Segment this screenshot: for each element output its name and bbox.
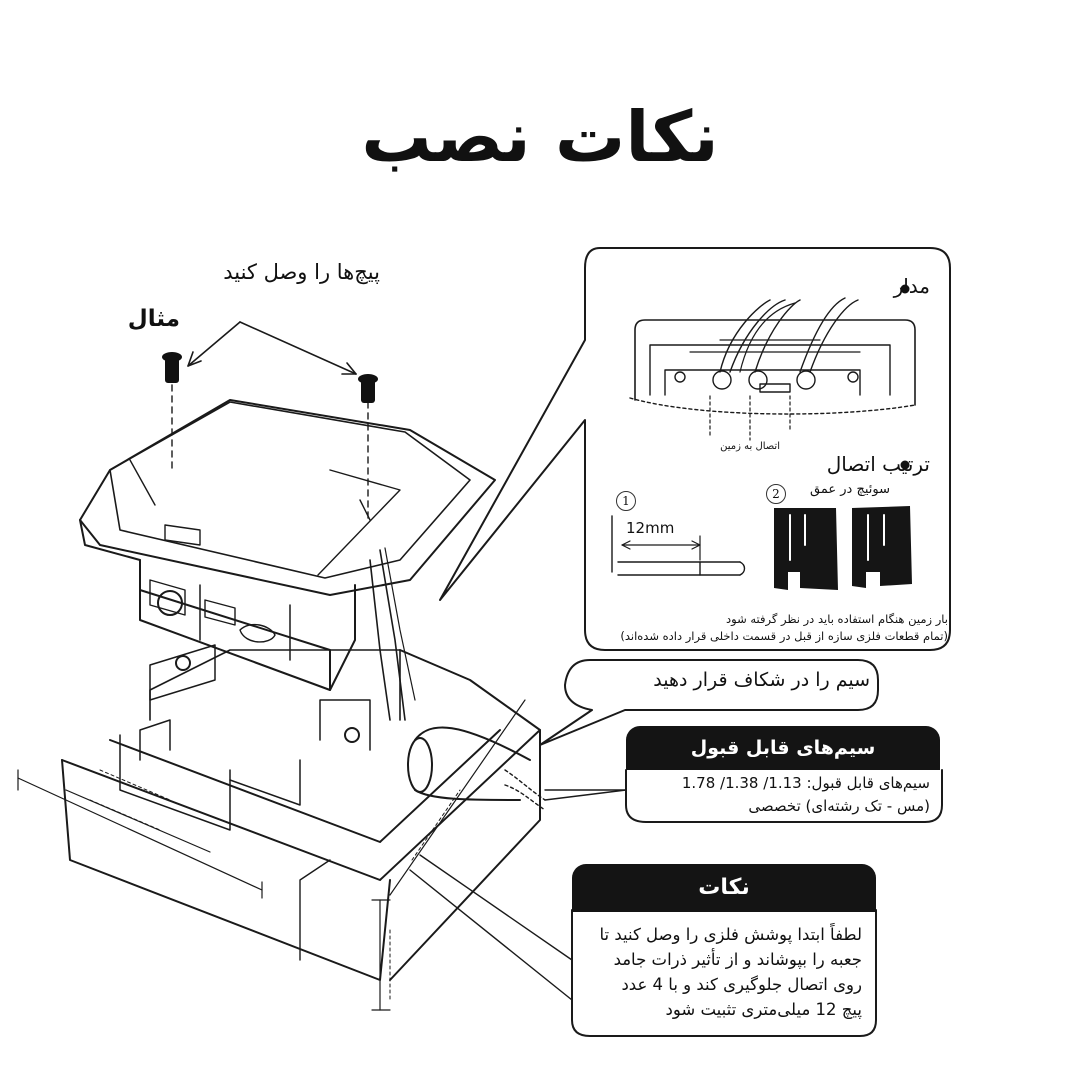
circuit-label: مدار — [893, 274, 930, 298]
step-1-marker: 1 — [616, 491, 636, 511]
screw-icon — [358, 374, 378, 403]
cable-line-2: (مس - تک رشته‌ای) تخصصی — [748, 797, 930, 815]
notes-panel-frame — [409, 854, 877, 1037]
place-wire-text: سیم را در شکاف قرار دهید — [653, 669, 870, 691]
notes-line-3: روی اتصال جلوگیری کند و با 4 عدد — [621, 975, 862, 994]
cable-panel-frame — [544, 769, 943, 823]
cable-panel-body: سیم‌های قابل قبول: 1.13/ 1.38/ 1.78 (مس … — [628, 772, 930, 818]
wire-slot-bubble — [539, 659, 879, 746]
notes-panel-body: لطفاً ابتدا پوشش فلزی را وصل کنید تا جعب… — [584, 922, 862, 1022]
floor-box-drawing — [17, 644, 541, 1011]
ground-note-line-2: (تمام قطعات فلزی سازه از قبل در قسمت داخ… — [620, 629, 948, 643]
notes-panel-heading: نکات — [572, 864, 876, 912]
cable-conduit-drawing — [407, 726, 546, 811]
connect-screws-label: پیچ‌ها را وصل کنید — [223, 260, 380, 284]
notes-line-2: جعبه را بپوشاند و از تأثیر ذرات جامد — [613, 950, 862, 969]
cable-line-1: سیم‌های قابل قبول: 1.13/ 1.38/ 1.78 — [681, 774, 930, 792]
detail-callout-panel — [439, 247, 951, 651]
ground-note-line-1: بار زمین هنگام استفاده باید در نظر گرفته… — [726, 612, 948, 626]
example-label: مثال — [127, 306, 180, 332]
page-title: نکات نصب — [361, 96, 719, 178]
connection-order-label: ترتیب اتصال — [826, 452, 930, 476]
step-2-marker: 2 — [766, 484, 786, 504]
cable-panel-heading: سیم‌های قابل قبول — [626, 726, 940, 770]
screw-icon — [162, 352, 182, 383]
notes-line-4: پیچ 12 میلی‌متری تثبیت شود — [665, 1000, 863, 1019]
socket-unit-drawing — [79, 384, 496, 721]
switch-depth-label: سوئیچ در عمق — [810, 482, 890, 497]
strip-length-label: 12mm — [626, 519, 675, 537]
notes-line-1: لطفاً ابتدا پوشش فلزی را وصل کنید تا — [599, 925, 862, 944]
ground-note: بار زمین هنگام استفاده باید در نظر گرفته… — [594, 611, 948, 645]
screw-arrows — [187, 321, 357, 375]
ground-connection-label: اتصال به زمین — [720, 441, 780, 452]
